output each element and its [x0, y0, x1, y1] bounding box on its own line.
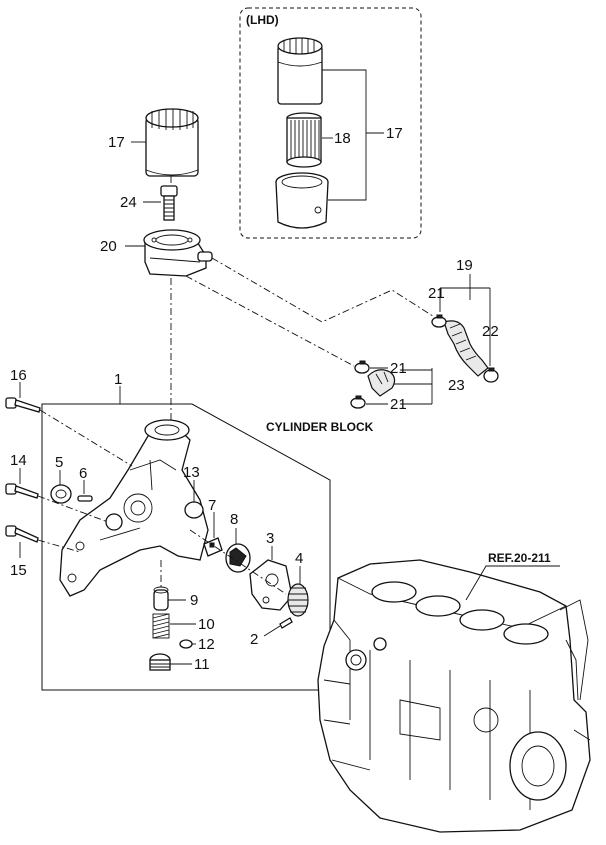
callout-4: 4: [295, 550, 303, 567]
callout-23: 23: [448, 377, 465, 394]
fitting-bolt: [160, 185, 178, 221]
gasket: [179, 639, 193, 649]
callout-1: 1: [114, 371, 122, 388]
pipe-line-lower: [185, 275, 355, 367]
callout-20: 20: [100, 238, 117, 255]
oil-seal: [50, 484, 72, 504]
cylinder-block: [317, 559, 591, 833]
callout-24: 24: [120, 194, 137, 211]
relief-spring: [152, 613, 170, 639]
plug: [149, 653, 171, 671]
inner-rotor: [225, 543, 251, 573]
screw: [279, 617, 293, 629]
cylinder-block-label: CYLINDER BLOCK: [266, 420, 374, 434]
callout-7: 7: [208, 497, 216, 514]
dowel-pin: [77, 495, 93, 502]
drive-gear: [287, 583, 309, 617]
callout-3: 3: [266, 530, 274, 547]
bolt-14: [5, 483, 39, 499]
callout-17-lhd: 17: [386, 125, 403, 142]
o-ring: [184, 501, 204, 519]
clamp-upper-left: [431, 314, 447, 328]
ref-label: REF.20-211: [488, 551, 551, 565]
callout-19: 19: [456, 257, 473, 274]
bolt-16: [5, 397, 41, 413]
callout-11: 11: [194, 656, 210, 673]
callout-13: 13: [183, 464, 200, 481]
callout-17: 17: [108, 134, 125, 151]
clamp-upper-right: [483, 367, 499, 383]
hose-lower: [367, 369, 396, 397]
oil-filter: [145, 108, 199, 177]
callout-21-upper: 21: [428, 285, 445, 302]
lhd-filter-element: [286, 112, 322, 168]
callout-10: 10: [198, 616, 215, 633]
pipe-line-upper: [211, 257, 437, 323]
oil-filter-base: [143, 229, 213, 277]
callout-5: 5: [55, 454, 63, 471]
callout-22: 22: [482, 323, 499, 340]
lhd-filter-housing: [275, 172, 329, 229]
callout-16: 16: [10, 367, 27, 384]
callout-21-lower: 21: [390, 396, 407, 413]
callout-15: 15: [10, 562, 27, 579]
callout-18: 18: [334, 130, 351, 147]
callout-12: 12: [198, 636, 215, 653]
callout-2: 2: [250, 631, 258, 648]
callout-8: 8: [230, 511, 238, 528]
hose-upper: [443, 320, 489, 377]
oil-pump-group: 1 16 14: [5, 367, 331, 691]
pump-cover: [249, 559, 293, 611]
callout-6: 6: [79, 465, 87, 482]
lhd-oil-filter: [277, 37, 323, 105]
callout-21-mid: 21: [390, 360, 407, 377]
clamp-lower-top: [354, 360, 370, 374]
callout-9: 9: [190, 592, 198, 609]
bolt-15: [5, 525, 39, 543]
callout-14: 14: [10, 452, 27, 469]
relief-plunger: [153, 586, 169, 611]
lhd-label: (LHD): [246, 13, 279, 27]
clamp-lower-bottom: [350, 395, 366, 409]
lhd-inset: (LHD) 18 17: [239, 7, 422, 239]
